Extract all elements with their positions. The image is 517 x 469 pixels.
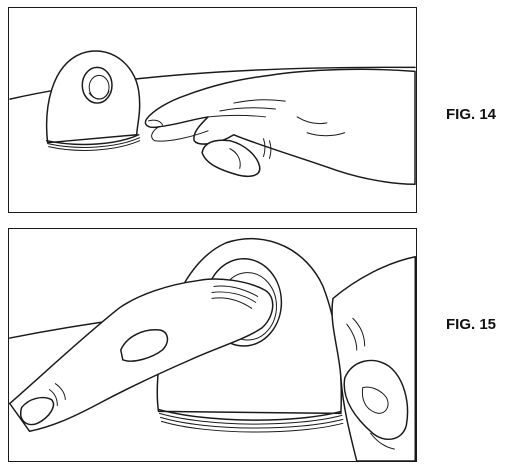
figure-15-label: FIG. 15 [446, 316, 497, 333]
figure-15-drawing [9, 238, 416, 461]
finger-illustration [9, 278, 274, 432]
scanner-device [45, 50, 141, 151]
hand-illustration [331, 256, 416, 461]
figure-14-drawing [9, 50, 416, 186]
hand-illustration [144, 68, 416, 186]
figure-14-panel [8, 7, 417, 213]
figure-14-label: FIG. 14 [446, 106, 497, 123]
figure-15-panel [8, 228, 417, 462]
